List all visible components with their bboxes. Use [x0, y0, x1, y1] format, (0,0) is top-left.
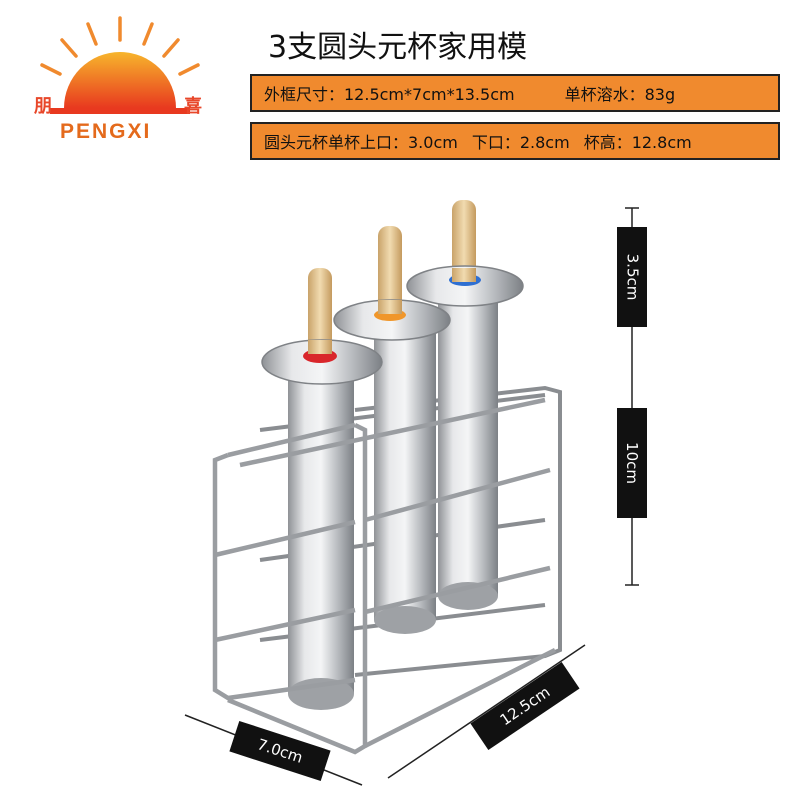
spec-bottom-opening: 下口：2.8cm	[471, 133, 570, 152]
dimension-label-top: 3.5cm	[617, 227, 647, 327]
logo-char-right: 喜	[184, 96, 202, 117]
rack-front-frame	[212, 397, 557, 755]
spec-cup-volume: 单杯溶水：83g	[564, 85, 676, 104]
spec-outer-size: 外框尺寸：12.5cm*7cm*13.5cm	[264, 85, 515, 104]
dimension-label-bottom: 10cm	[617, 408, 647, 518]
spec-bar-cup-size: 圆头元杯单杯上口：3.0cm 下口：2.8cm 杯高：12.8cm	[250, 122, 780, 160]
product-photo	[184, 200, 639, 786]
logo-brand-text: PENGXI	[60, 120, 152, 143]
spec-cup-height: 杯高：12.8cm	[583, 133, 692, 152]
spec-top-opening: 圆头元杯单杯上口：3.0cm	[264, 133, 458, 152]
popsicle-cup-blue	[406, 200, 524, 610]
brand-logo: 朋 喜 PENGXI	[20, 10, 220, 150]
popsicle-cup-orange	[333, 226, 451, 634]
product-title: 3支圆头元杯家用模	[268, 30, 528, 65]
logo-char-left: 朋	[34, 96, 52, 117]
sun-icon	[40, 16, 200, 114]
spec-bar-dimensions: 外框尺寸：12.5cm*7cm*13.5cm 单杯溶水：83g	[250, 74, 780, 112]
